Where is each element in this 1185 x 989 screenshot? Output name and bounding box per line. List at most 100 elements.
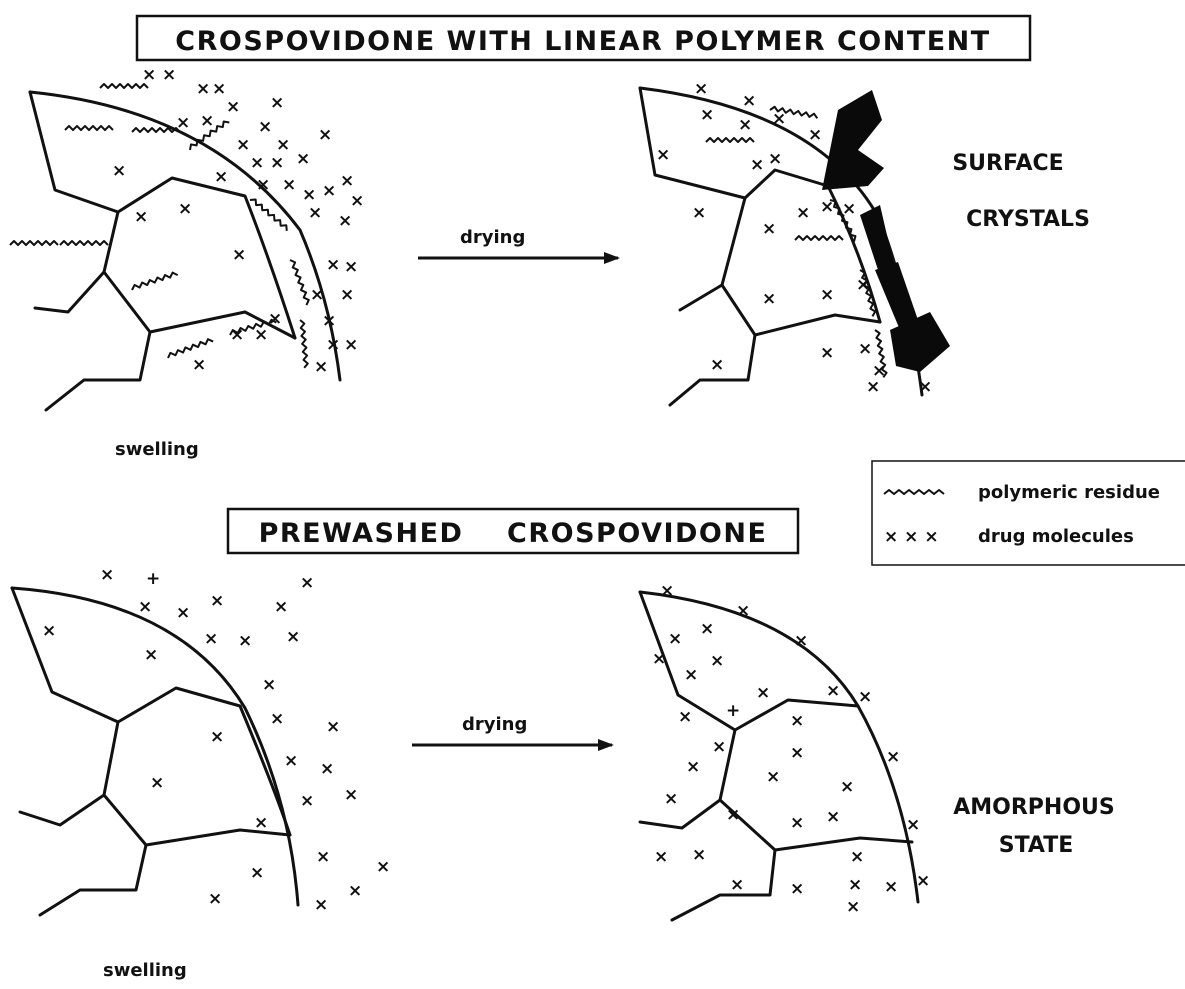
svg-text:×: × <box>326 255 340 275</box>
svg-text:×: × <box>192 355 206 375</box>
svg-text:×: × <box>762 289 776 309</box>
svg-text:×: × <box>726 805 740 825</box>
svg-text:×: × <box>858 687 872 707</box>
svg-text:×: × <box>692 203 706 223</box>
svg-text:×: × <box>250 153 264 173</box>
svg-text:×: × <box>694 79 708 99</box>
svg-text:×: × <box>262 675 276 695</box>
cross-marks-icon: × × × <box>884 527 939 547</box>
svg-text:×: × <box>842 199 856 219</box>
legend-item-polymeric-residue: polymeric residue <box>884 482 1160 503</box>
svg-text:×: × <box>150 773 164 793</box>
bottom-right-dried-particle: ×× ×× ×× ×× ×× ×+ ×× ×× ×× ×× ×× ×× ×× ×… <box>640 581 930 920</box>
svg-text:+: + <box>726 701 740 721</box>
svg-text:×: × <box>916 871 930 891</box>
svg-text:×: × <box>348 881 362 901</box>
top-arrow-label: drying <box>460 227 525 248</box>
svg-text:×: × <box>766 767 780 787</box>
svg-text:×: × <box>308 203 322 223</box>
svg-text:×: × <box>710 651 724 671</box>
svg-text:×: × <box>318 125 332 145</box>
svg-text:×: × <box>134 207 148 227</box>
svg-text:×: × <box>884 877 898 897</box>
legend-label-polymeric-residue: polymeric residue <box>978 482 1160 503</box>
svg-text:×: × <box>710 355 724 375</box>
svg-text:×: × <box>738 115 752 135</box>
svg-text:×: × <box>886 747 900 767</box>
svg-text:×: × <box>796 203 810 223</box>
svg-text:×: × <box>850 847 864 867</box>
svg-text:×: × <box>310 285 324 305</box>
svg-text:×: × <box>826 807 840 827</box>
svg-text:×: × <box>210 591 224 611</box>
top-right-dried-particle: ×× ×× ×× ×× ×× ×× ×× ×× ×× ×× ×× × <box>640 79 950 405</box>
svg-text:×: × <box>142 65 156 85</box>
svg-text:×: × <box>238 631 252 651</box>
bottom-title: PREWASHED CROSPOVIDONE <box>259 518 768 549</box>
svg-text:×: × <box>664 789 678 809</box>
legend-label-drug-molecules: drug molecules <box>978 526 1134 547</box>
svg-text:×: × <box>340 285 354 305</box>
svg-text:×: × <box>286 627 300 647</box>
top-right-caption-line2: CRYSTALS <box>966 207 1090 232</box>
svg-text:×: × <box>692 845 706 865</box>
top-title: CROSPOVIDONE WITH LINEAR POLYMER CONTENT <box>175 26 990 57</box>
svg-text:×: × <box>820 285 834 305</box>
svg-text:×: × <box>270 153 284 173</box>
svg-text:×: × <box>750 155 764 175</box>
svg-text:×: × <box>848 875 862 895</box>
svg-text:×: × <box>906 815 920 835</box>
svg-text:+: + <box>146 569 160 589</box>
svg-text:×: × <box>826 681 840 701</box>
svg-text:×: × <box>668 629 682 649</box>
svg-text:×: × <box>790 711 804 731</box>
svg-text:×: × <box>250 863 264 883</box>
svg-text:×: × <box>756 683 770 703</box>
svg-text:×: × <box>660 581 674 601</box>
bottom-arrow-label: drying <box>462 714 527 735</box>
svg-text:×: × <box>144 645 158 665</box>
svg-text:×: × <box>772 109 786 129</box>
svg-text:×: × <box>820 343 834 363</box>
svg-text:×: × <box>820 197 834 217</box>
svg-text:×: × <box>790 813 804 833</box>
svg-text:×: × <box>320 759 334 779</box>
svg-text:×: × <box>790 743 804 763</box>
svg-text:×: × <box>112 161 126 181</box>
svg-text:×: × <box>846 897 860 917</box>
svg-text:×: × <box>350 191 364 211</box>
svg-text:×: × <box>256 175 270 195</box>
svg-text:×: × <box>270 709 284 729</box>
svg-text:×: × <box>200 111 214 131</box>
bottom-panel: PREWASHED CROSPOVIDONE × + × × × × × × × × × ×… <box>12 509 1115 981</box>
svg-text:×: × <box>762 219 776 239</box>
svg-text:×: × <box>840 777 854 797</box>
bottom-right-caption-line2: STATE <box>999 833 1074 858</box>
svg-text:×: × <box>794 631 808 651</box>
svg-text:×: × <box>322 311 336 331</box>
top-right-caption-line1: SURFACE <box>952 151 1063 176</box>
legend-item-drug-molecules: × × × drug molecules <box>884 526 1134 547</box>
top-right-drug-marks: ×× ×× ×× ×× ×× ×× ×× ×× ×× ×× ×× × <box>656 79 932 397</box>
svg-text:×: × <box>856 275 870 295</box>
svg-text:×: × <box>274 597 288 617</box>
svg-text:×: × <box>302 185 316 205</box>
svg-text:×: × <box>858 339 872 359</box>
bottom-left-caption: swelling <box>103 960 187 981</box>
svg-text:×: × <box>678 707 692 727</box>
svg-text:×: × <box>254 325 268 345</box>
svg-text:×: × <box>808 125 822 145</box>
svg-text:×: × <box>176 603 190 623</box>
svg-text:×: × <box>338 211 352 231</box>
svg-text:×: × <box>258 117 272 137</box>
svg-text:×: × <box>236 135 250 155</box>
svg-text:×: × <box>700 105 714 125</box>
svg-text:×: × <box>376 857 390 877</box>
top-panel: CROSPOVIDONE WITH LINEAR POLYMER CONTENT <box>10 16 1090 460</box>
svg-text:×: × <box>162 65 176 85</box>
svg-text:×: × <box>270 93 284 113</box>
svg-text:×: × <box>344 785 358 805</box>
legend: polymeric residue × × × drug molecules <box>872 461 1185 565</box>
svg-text:×: × <box>300 791 314 811</box>
